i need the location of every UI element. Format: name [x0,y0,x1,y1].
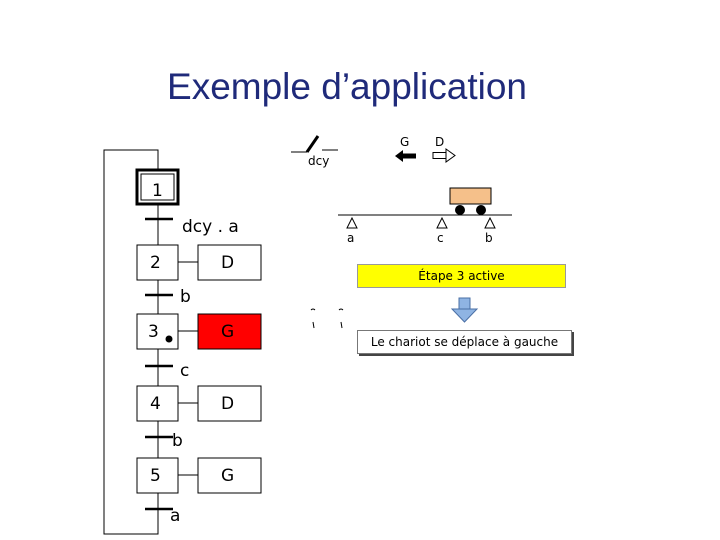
step-1: 1 [135,168,180,206]
page-title: Exemple d’application [167,66,527,107]
step-4-action: D [221,394,234,414]
step-2: 2 D [136,244,262,281]
transition-5: a [145,506,180,526]
transition-1: dcy . a [145,217,239,237]
dcy-switch-label: dcy [308,154,329,168]
step-2-number: 2 [150,253,161,273]
step-4-number: 4 [150,394,161,414]
sensor-b-icon [484,216,496,229]
step-3-action-box [197,313,262,350]
status-message: Le chariot se déplace à gauche [357,330,572,354]
dcy-switch-icon: dcy [291,135,338,168]
cart-icon [449,187,492,215]
step-4: 4 D [136,385,262,422]
step-3-number: 3 [148,322,159,342]
sensor-a-icon [346,216,358,229]
transition-3-label: c [180,361,189,381]
step-5-number: 5 [150,466,161,486]
left-direction-label: G [400,135,409,149]
sensor-c-label: c [437,231,444,245]
active-token-icon [165,335,173,343]
transition-2: b [145,287,191,307]
return-line [103,149,159,535]
down-arrow-icon [450,297,479,323]
transition-1-label: dcy . a [182,217,239,237]
step-5: 5 G [136,457,262,494]
status-banner: Étape 3 active [357,264,566,288]
transition-4-label: b [172,431,183,451]
step-1-number: 1 [152,181,163,201]
step-3-action: G [221,322,234,342]
sensor-b-label: b [485,231,493,245]
step-3: 3 G [136,313,262,350]
transition-3: c [145,361,189,381]
sensor-c-icon [436,216,448,229]
right-arrow-icon [432,148,456,163]
sensor-a-label: a [347,231,354,245]
right-direction-label: D [435,135,444,149]
transition-4: b [145,431,183,451]
left-arrow-icon [395,150,416,162]
transition-2-label: b [180,287,191,307]
step-2-action: D [221,253,234,273]
decorative-marks [310,308,344,329]
step-5-action: G [221,466,234,486]
transition-5-label: a [170,506,180,526]
